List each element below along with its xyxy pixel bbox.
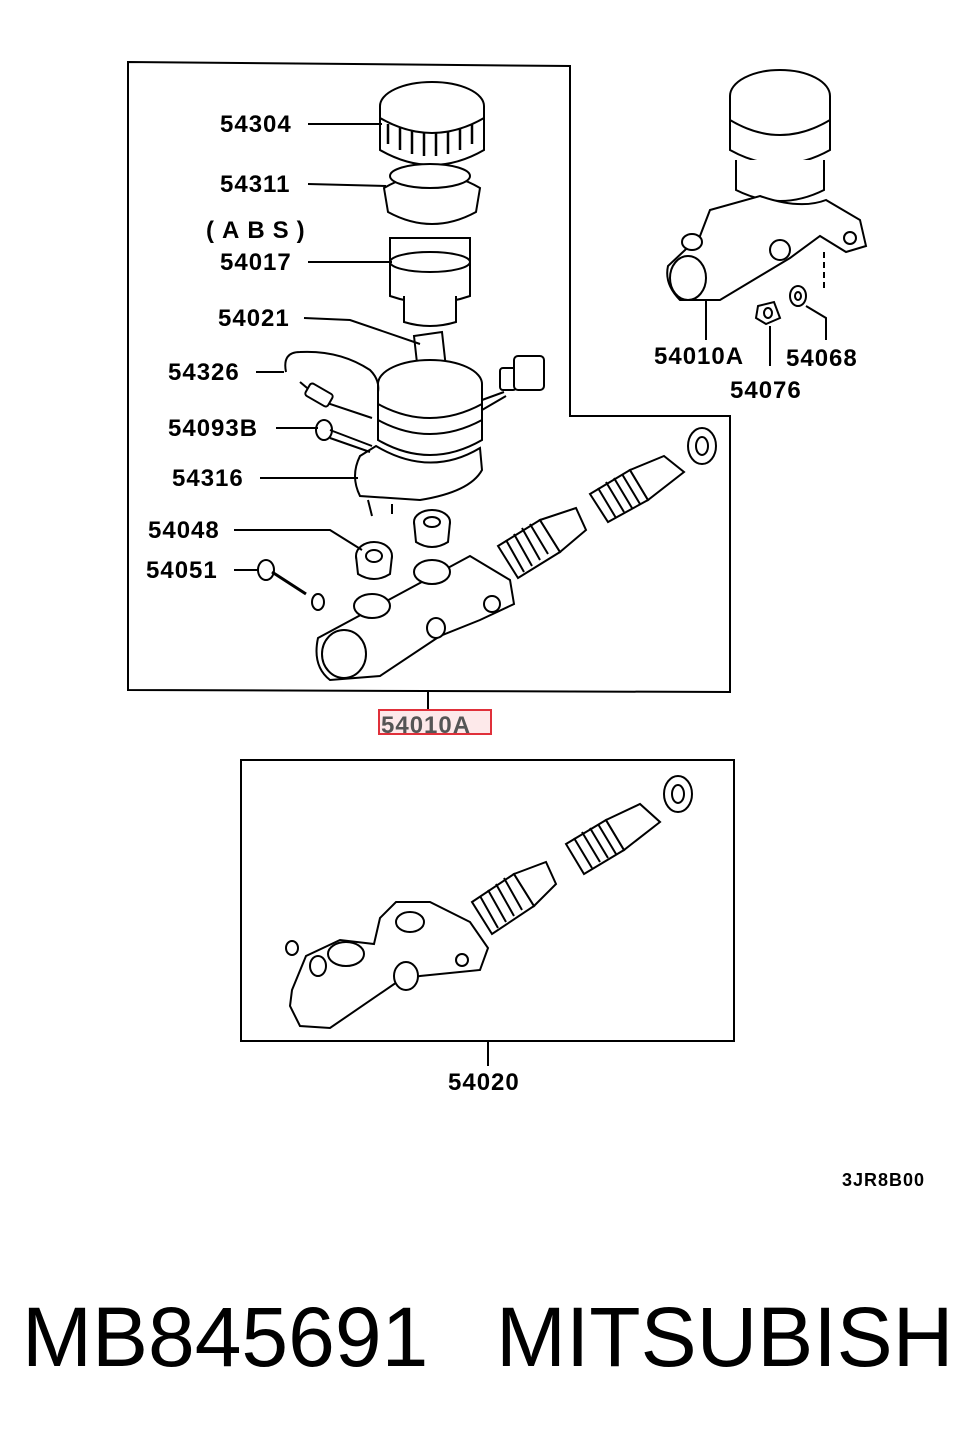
harness-connector-drawing — [304, 382, 334, 408]
reservoir-drawing — [354, 355, 545, 517]
cylinder-body-upper-drawing — [315, 554, 516, 682]
label-54093B[interactable]: 54093B — [168, 415, 258, 442]
spring-lower-drawing — [470, 775, 693, 936]
label-54010A-selected[interactable]: 54010A — [381, 712, 471, 739]
label-54068[interactable]: 54068 — [786, 345, 858, 372]
selected-part-highlight — [378, 709, 492, 735]
footer: MB845691 MITSUBISHI — [0, 1282, 960, 1402]
cylinder-body-lower-drawing — [285, 901, 490, 1030]
label-leaders — [234, 123, 421, 571]
grommet-drawing — [355, 509, 451, 580]
drawing-code: 3JR8B00 — [842, 1170, 925, 1190]
label-54020[interactable]: 54020 — [448, 1069, 520, 1096]
assembly-right-leaders — [705, 300, 827, 366]
label-54304[interactable]: 54304 — [220, 111, 292, 138]
pin-drawing — [257, 559, 325, 611]
label-54326[interactable]: 54326 — [168, 359, 240, 386]
label-54316[interactable]: 54316 — [172, 465, 244, 492]
brand-name: MITSUBISHI — [496, 1290, 960, 1384]
screw-drawing — [315, 419, 373, 453]
parts-diagram: 54304 54311 (ABS) 54017 54021 54326 5409… — [127, 60, 925, 1190]
label-abs-note: (ABS) — [206, 217, 313, 244]
label-54076[interactable]: 54076 — [730, 377, 802, 404]
assembly-right-drawing — [666, 69, 868, 326]
label-54311[interactable]: 54311 — [220, 171, 290, 198]
spring-upper-drawing — [496, 427, 717, 580]
label-54017[interactable]: 54017 — [220, 249, 292, 276]
reservoir-seal-drawing — [382, 163, 482, 225]
harness-drawing — [284, 350, 380, 419]
reservoir-cap-drawing — [379, 81, 485, 166]
part-number: MB845691 — [22, 1290, 429, 1384]
label-54021[interactable]: 54021 — [218, 305, 290, 332]
strainer-drawing — [389, 237, 471, 327]
label-54048[interactable]: 54048 — [148, 517, 220, 544]
upper-frame — [127, 60, 731, 694]
label-54051[interactable]: 54051 — [146, 557, 218, 584]
label-54010A-right[interactable]: 54010A — [654, 343, 744, 370]
